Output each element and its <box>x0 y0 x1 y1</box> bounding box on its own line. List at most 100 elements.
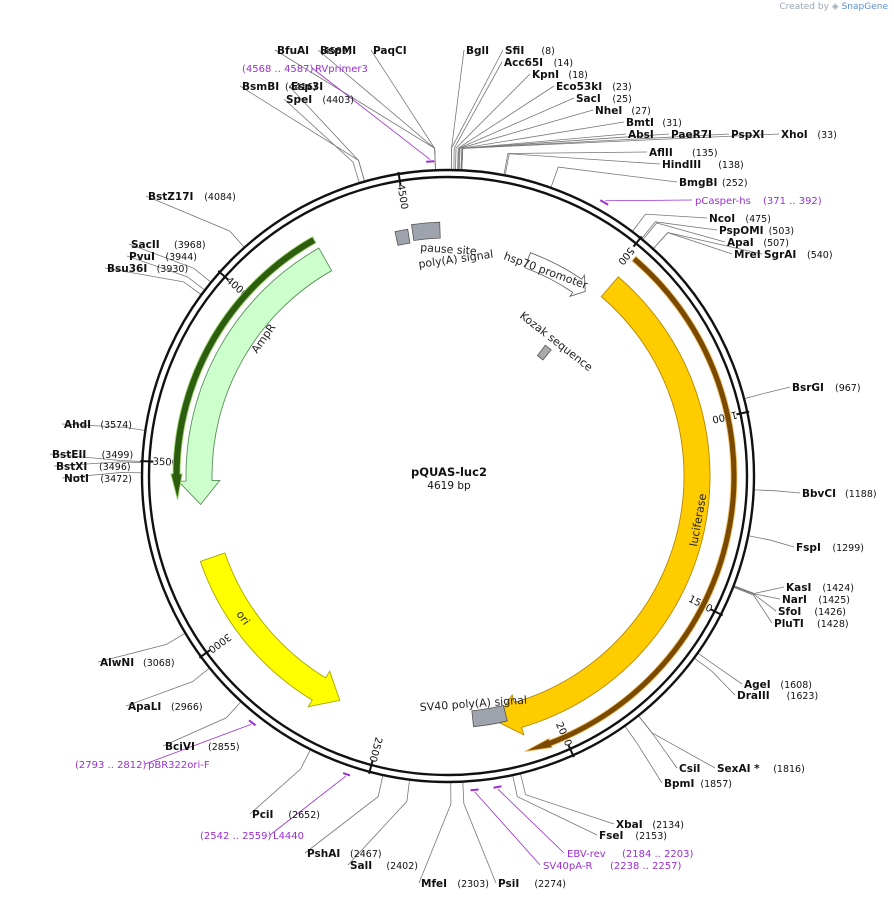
site-name-kpni[interactable]: KpnI <box>532 69 559 81</box>
site-name-bpmi[interactable]: BpmI <box>664 778 694 790</box>
primer-mark-sv40pa-r <box>470 788 479 792</box>
site-name-bgli[interactable]: BglI <box>466 45 489 57</box>
site-position-mfei: (2303) <box>457 879 489 890</box>
luciferase-orf-arrow[interactable] <box>524 255 738 752</box>
site-name-sacii[interactable]: SacII <box>131 239 160 251</box>
site-name-acc65i[interactable]: Acc65I <box>504 57 543 69</box>
primer-name-rvprimer3[interactable]: RVprimer3 <box>315 64 368 75</box>
site-leader-kpni <box>455 73 531 170</box>
site-leader-ncoi <box>632 213 708 232</box>
site-position-xbai: (2134) <box>652 820 684 831</box>
site-name-bsmbi[interactable]: BsmBI <box>242 81 279 93</box>
tick-2500 <box>368 760 374 774</box>
site-name-pcii[interactable]: PciI <box>252 809 273 821</box>
site-name-csii[interactable]: CsiI <box>679 763 700 775</box>
site-name-bstz17i[interactable]: BstZ17I <box>148 191 193 203</box>
site-name-apai[interactable]: ApaI <box>727 237 754 249</box>
site-name-absi[interactable]: AbsI <box>628 129 654 141</box>
site-name-pshai[interactable]: PshAI <box>307 848 340 860</box>
site-position-agei: (1608) <box>780 680 812 691</box>
site-leader-sfoi <box>734 586 777 612</box>
site-name-pvui[interactable]: PvuI <box>129 251 155 263</box>
site-name-paqci[interactable]: PaqCI <box>373 45 407 57</box>
pause-site-box[interactable] <box>411 221 441 241</box>
site-name-bspmi[interactable]: BspMI <box>320 45 356 57</box>
site-name-xbai[interactable]: XbaI <box>616 819 643 831</box>
site-leader-ahdi <box>61 423 145 431</box>
site-name-pspxi[interactable]: PspXI <box>731 129 764 141</box>
primer-range-pbr322ori-f: (2793 .. 2812) <box>75 760 147 771</box>
site-name-apali[interactable]: ApaLI <box>128 701 161 713</box>
credit-prefix: Created by <box>779 2 829 12</box>
site-name-bfuai[interactable]: BfuAI <box>277 45 309 57</box>
site-name-hindiii[interactable]: HindIII <box>662 159 701 171</box>
site-name-noti[interactable]: NotI <box>64 473 89 485</box>
primer-range-l4440: (2542 .. 2559) <box>200 831 272 842</box>
primer-range-rvprimer3: (4568 .. 4587) <box>242 64 314 75</box>
site-name-bsrgi[interactable]: BsrGI <box>792 382 824 394</box>
luciferase-cds-arrow[interactable] <box>494 276 711 736</box>
site-name-bmti[interactable]: BmtI <box>626 117 654 129</box>
site-name-sali[interactable]: SalI <box>350 860 372 872</box>
primer-name-pcasper-hs[interactable]: pCasper-hs <box>695 196 751 207</box>
site-name-paer7i[interactable]: PaeR7I <box>671 129 712 141</box>
site-name-eco53ki[interactable]: Eco53kI <box>556 81 602 93</box>
site-name-aflii[interactable]: AflII <box>649 147 673 159</box>
site-leader-bsu36i <box>104 267 201 295</box>
primer-name-l4440[interactable]: L4440 <box>273 831 304 842</box>
site-name-nhei[interactable]: NheI <box>595 105 622 117</box>
site-name-mrei[interactable]: MreI <box>734 249 761 261</box>
site-leader-bmti <box>460 121 625 170</box>
ampr-orf-arrow[interactable] <box>170 236 317 500</box>
site-leader-lines <box>49 49 801 884</box>
site-name-agei[interactable]: AgeI <box>744 679 771 691</box>
primer-mark-l4440 <box>342 772 351 777</box>
site-name-spei[interactable]: SpeI <box>286 94 312 106</box>
polya-signal-box[interactable] <box>394 228 411 246</box>
kozak-sequence-box[interactable] <box>536 344 552 361</box>
site-name-alwni[interactable]: AlwNI <box>100 657 134 669</box>
site-name-psii[interactable]: PsiI <box>498 878 519 890</box>
site-name-kasi[interactable]: KasI <box>786 582 811 594</box>
site-leader-agei <box>698 653 743 685</box>
site-name-fsei[interactable]: FseI <box>599 830 623 842</box>
ori-arrow[interactable] <box>199 552 341 708</box>
site-name-esp3i[interactable]: Esp3I <box>291 81 323 93</box>
site-name-sgrai[interactable]: SgrAI <box>764 249 796 261</box>
site-name-ahdi[interactable]: AhdI <box>64 419 91 431</box>
site-leader-sacii <box>128 243 211 283</box>
site-name-draiii[interactable]: DraIII <box>737 690 770 702</box>
site-name-bbvci[interactable]: BbvCI <box>802 488 836 500</box>
site-name-nari[interactable]: NarI <box>782 594 807 606</box>
primer-range-ebv-rev: (2184 .. 2203) <box>622 849 694 860</box>
sv40-polya-box[interactable] <box>471 704 508 728</box>
site-position-fspi: (1299) <box>832 543 864 554</box>
site-name-sexai[interactable]: SexAI * <box>717 763 760 775</box>
site-name-ncoi[interactable]: NcoI <box>709 213 735 225</box>
site-name-bsteii[interactable]: BstEII <box>52 449 86 461</box>
plasmid-backbone <box>140 168 756 784</box>
primer-name-ebv-rev[interactable]: EBV-rev <box>567 849 606 860</box>
site-position-bfuai: (4589) <box>320 46 352 57</box>
primer-name-pbr322ori-f[interactable]: pBR322ori-F <box>148 760 210 771</box>
site-name-fspi[interactable]: FspI <box>796 542 821 554</box>
primer-leader-pbr322ori-f <box>144 723 252 765</box>
site-name-bsu36i[interactable]: Bsu36I <box>107 263 147 275</box>
site-name-pluti[interactable]: PluTI <box>774 618 804 630</box>
site-name-pspomi[interactable]: PspOMI <box>719 225 764 237</box>
site-name-bmgbi[interactable]: BmgBI <box>679 177 717 189</box>
site-name-xhoi[interactable]: XhoI <box>781 129 808 141</box>
site-name-saci[interactable]: SacI <box>576 93 601 105</box>
site-name-mfei[interactable]: MfeI <box>421 878 447 890</box>
ampr-cds-arrow[interactable] <box>177 247 333 506</box>
hsp70-promoter-arrow[interactable] <box>524 252 586 298</box>
site-leader-apali <box>125 668 210 707</box>
site-leader-bbvci <box>754 489 801 494</box>
site-name-sfii[interactable]: SfiI <box>505 45 524 57</box>
feature-label-kozak: Kozak sequence <box>517 309 595 374</box>
tick-label-3500: 3500 <box>152 457 178 469</box>
site-name-sfoi[interactable]: SfoI <box>778 606 801 618</box>
site-name-bcivi[interactable]: BciVI <box>165 741 195 753</box>
primer-name-sv40pa-r[interactable]: SV40pA-R <box>543 861 592 872</box>
site-name-bstxi[interactable]: BstXI <box>56 461 87 473</box>
